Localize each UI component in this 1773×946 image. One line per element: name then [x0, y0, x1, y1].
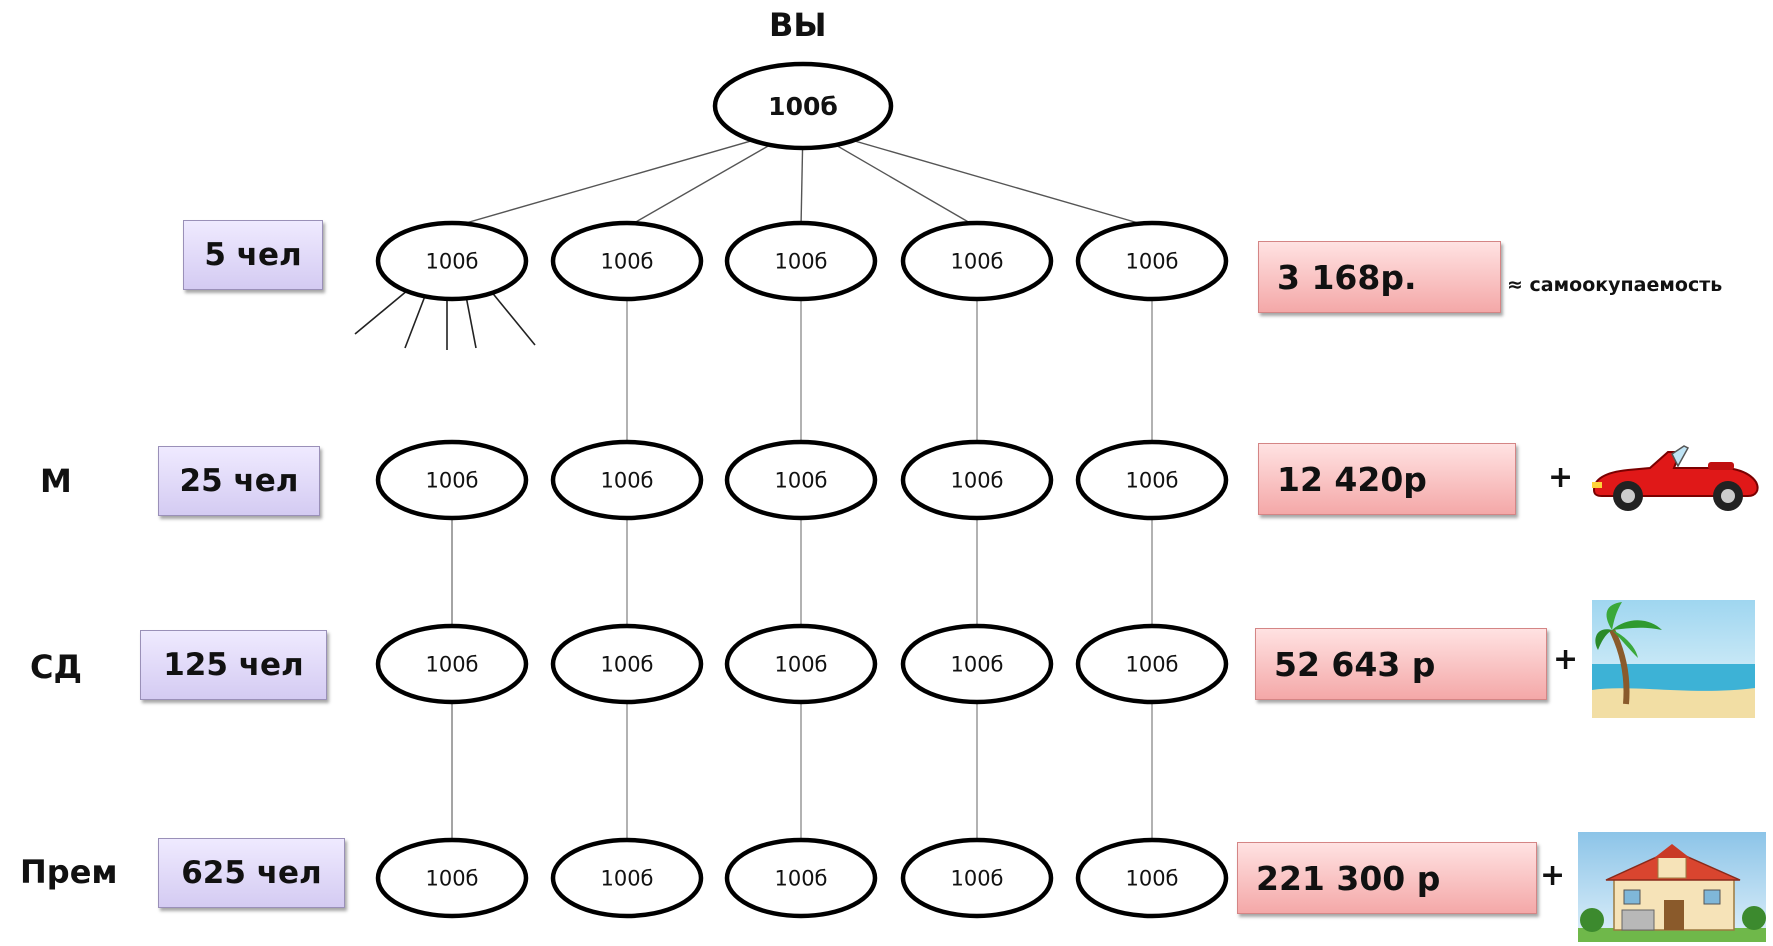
- node-label: 100б: [774, 250, 827, 274]
- node-ellipse: [375, 220, 529, 302]
- house-icon: [1578, 832, 1766, 942]
- node-label: 100б: [768, 92, 838, 121]
- level-4-count: 625 чел: [158, 838, 345, 908]
- branch-stub-line: [354, 289, 409, 335]
- tree-nodes: 100б 100б 100б 100б 100б 100б 100б 100б 100б 100б…: [375, 61, 1229, 919]
- node-label: 100б: [600, 867, 653, 891]
- branch-stub-line: [489, 289, 536, 346]
- partner-node: 100б: [1075, 220, 1229, 302]
- partner-node: 100б: [375, 623, 529, 705]
- node-ellipse: [550, 837, 704, 919]
- level-3-count: 125 чел: [140, 630, 327, 700]
- node-label: 100б: [600, 469, 653, 493]
- partner-node: 100б: [900, 837, 1054, 919]
- node-ellipse: [724, 439, 878, 521]
- partner-node: 100б: [1075, 623, 1229, 705]
- level-2-count: 25 чел: [158, 446, 320, 516]
- node-label: 100б: [425, 469, 478, 493]
- partner-node: 100б: [375, 439, 529, 521]
- node-label: 100б: [1125, 653, 1178, 677]
- partner-node: 100б: [375, 837, 529, 919]
- node-ellipse: [1075, 220, 1229, 302]
- node-ellipse: [900, 439, 1054, 521]
- vertical-links: [451, 299, 1153, 840]
- beach-palm-icon: [1592, 600, 1755, 718]
- partner-node: 100б: [900, 220, 1054, 302]
- node-ellipse: [900, 837, 1054, 919]
- level-1-count: 5 чел: [183, 220, 323, 290]
- partner-node: 100б: [724, 439, 878, 521]
- self-sufficiency-note: ≈ самоокупаемость: [1507, 274, 1723, 296]
- node-ellipse: [550, 220, 704, 302]
- node-ellipse: [375, 837, 529, 919]
- partner-node: 100б: [724, 837, 878, 919]
- level-2-payout: 12 420р: [1258, 443, 1516, 515]
- node-label: 100б: [774, 469, 827, 493]
- node-label: 100б: [774, 653, 827, 677]
- node-ellipse: [1075, 623, 1229, 705]
- node-ellipse: [375, 439, 529, 521]
- node-ellipse: [900, 623, 1054, 705]
- node-ellipse: [724, 220, 878, 302]
- node-label: 100б: [1125, 250, 1178, 274]
- node-ellipse: [900, 220, 1054, 302]
- root-node: 100б: [712, 61, 894, 151]
- rank-label-prem: Прем: [20, 853, 118, 891]
- partner-node: 100б: [550, 439, 704, 521]
- branch-stub-line: [465, 295, 477, 349]
- node-label: 100б: [425, 653, 478, 677]
- node-label: 100б: [1125, 469, 1178, 493]
- node-label: 100б: [950, 867, 1003, 891]
- node-label: 100б: [600, 250, 653, 274]
- level-3-payout: 52 643 р: [1255, 628, 1547, 700]
- node-label: 100б: [950, 469, 1003, 493]
- branch-stub-line: [404, 295, 426, 349]
- branch-stub-lines: [354, 289, 536, 350]
- plus-sign: +: [1540, 858, 1566, 893]
- partner-node: 100б: [550, 623, 704, 705]
- partner-node: 100б: [724, 623, 878, 705]
- partner-node: 100б: [1075, 439, 1229, 521]
- partner-node: 100б: [900, 439, 1054, 521]
- node-ellipse: [550, 439, 704, 521]
- partner-node: 100б: [375, 220, 529, 302]
- node-label: 100б: [1125, 867, 1178, 891]
- node-ellipse: [1075, 837, 1229, 919]
- partner-node: 100б: [900, 623, 1054, 705]
- node-label: 100б: [600, 653, 653, 677]
- node-label: 100б: [425, 867, 478, 891]
- plus-sign: +: [1553, 642, 1579, 677]
- node-ellipse: [724, 623, 878, 705]
- node-ellipse: [375, 623, 529, 705]
- node-label: 100б: [950, 653, 1003, 677]
- partner-node: 100б: [724, 220, 878, 302]
- partner-node: 100б: [1075, 837, 1229, 919]
- node-label: 100б: [774, 867, 827, 891]
- root-label: ВЫ: [769, 6, 827, 44]
- node-ellipse: [550, 623, 704, 705]
- rank-label-sd: СД: [30, 648, 82, 686]
- partner-node: 100б: [550, 220, 704, 302]
- plus-sign: +: [1548, 460, 1574, 495]
- link-line: [451, 125, 804, 228]
- car-icon: [1592, 445, 1759, 511]
- node-ellipse: [712, 61, 894, 151]
- level-4-payout: 221 300 р: [1237, 842, 1537, 914]
- node-ellipse: [1075, 439, 1229, 521]
- node-ellipse: [724, 837, 878, 919]
- partner-node: 100б: [550, 837, 704, 919]
- node-label: 100б: [425, 250, 478, 274]
- rank-label-m: М: [40, 462, 72, 500]
- link-line: [802, 125, 1153, 228]
- level-1-payout: 3 168р.: [1258, 241, 1501, 313]
- node-label: 100б: [950, 250, 1003, 274]
